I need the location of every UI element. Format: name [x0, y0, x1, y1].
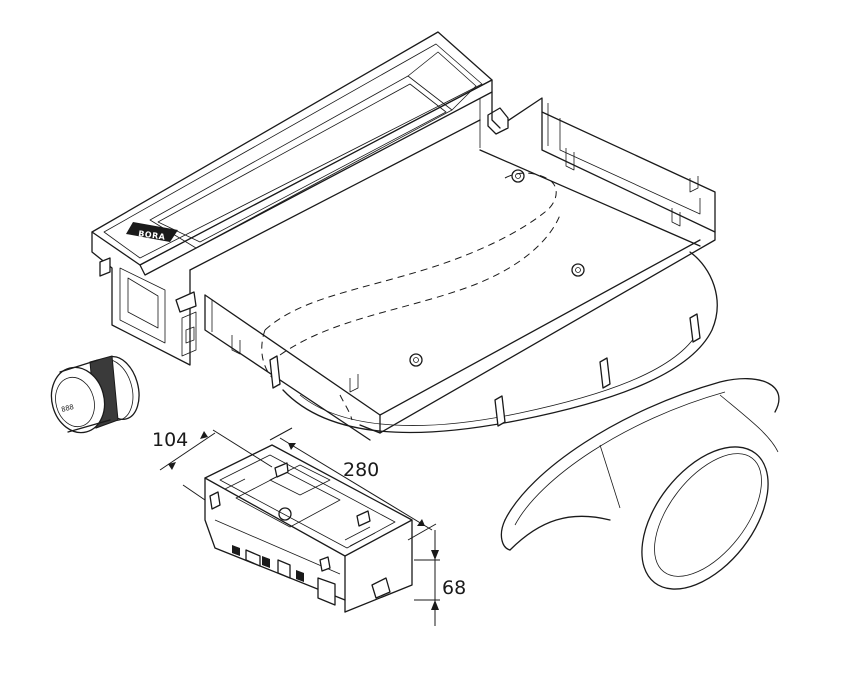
dimension-height-label: 68 [442, 577, 466, 599]
dimension-depth: 104 [152, 429, 273, 501]
brand-logo-text: BORA [138, 229, 167, 242]
dimension-height: 68 [414, 530, 466, 626]
extractor-unit: BORA [91, 31, 501, 366]
dimension-depth-label: 104 [152, 429, 188, 451]
brand-badge [126, 222, 178, 242]
connector-tray [204, 97, 718, 441]
duct-elbow [500, 378, 780, 590]
dimension-length-label: 280 [343, 459, 379, 481]
knob-display-readout: 888 [60, 403, 74, 414]
fan-module [204, 444, 413, 613]
control-knob: 888 [50, 355, 140, 434]
dimension-length: 280 [269, 427, 437, 541]
